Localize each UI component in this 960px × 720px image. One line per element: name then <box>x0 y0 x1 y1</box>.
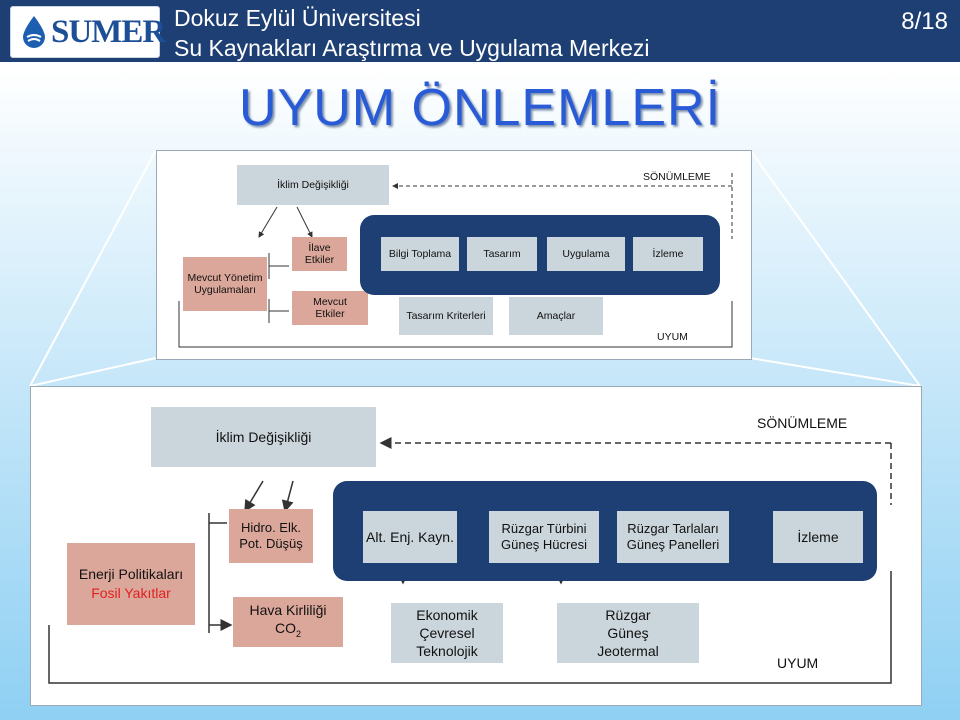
design-criteria-box: Tasarım Kriterleri <box>399 297 493 335</box>
wind-solar-geo-box: Rüzgar Güneş Jeotermal <box>557 603 699 663</box>
co2-subscript: 2 <box>295 628 301 639</box>
wind-line1: Rüzgar <box>605 607 651 623</box>
logo-text: SUMER <box>51 14 166 50</box>
data-collection-box: Bilgi Toplama <box>381 237 459 271</box>
current-management-box: Mevcut Yönetim Uygulamaları <box>183 257 267 311</box>
co2-text: CO2 <box>275 619 301 643</box>
slide-title: UYUM ÖNLEMLERİ <box>238 79 722 137</box>
sumer-logo: SUMER <box>10 6 166 58</box>
econ-line3: Teknolojik <box>416 643 478 659</box>
farms-line1: Rüzgar Tarlaları <box>627 521 719 536</box>
monitoring-box: İzleme <box>773 511 863 563</box>
climate-change-box: İklim Değişikliği <box>237 165 389 205</box>
alt-energy-box: Alt. Enj. Kayn. <box>363 511 457 563</box>
econ-line1: Ekonomik <box>416 607 478 623</box>
farms-panels-box: Rüzgar Tarlaları Güneş Panelleri <box>617 511 729 563</box>
big-diagram: İklim Değişikliği SÖNÜMLEME Hidro. Elk. … <box>30 386 922 706</box>
energy-policies-box: Enerji Politikaları Fosil Yakıtlar <box>67 543 195 625</box>
current-effects-line1: Mevcut <box>313 296 347 308</box>
econ-line2: Çevresel <box>419 625 475 641</box>
current-effects-box: Mevcut Etkiler <box>292 291 368 325</box>
mitigation-label: SÖNÜMLEME <box>757 415 848 431</box>
implementation-box: Uygulama <box>547 237 625 271</box>
hydro-line2: Pot. Düşüş <box>239 536 303 551</box>
climate-change-box: İklim Değişikliği <box>151 407 376 467</box>
air-pollution-text: Hava Kirliliği <box>249 602 327 619</box>
university-name: Dokuz Eylül Üniversitesi <box>174 5 421 31</box>
wind-solar-box: Rüzgar Türbini Güneş Hücresi <box>489 511 599 563</box>
current-management-line2: Uygulamaları <box>194 284 256 296</box>
hydro-power-box: Hidro. Elk. Pot. Düşüş <box>229 509 313 563</box>
additional-effects-line1: İlave <box>308 242 331 254</box>
hydro-line1: Hidro. Elk. <box>241 520 301 535</box>
fossil-fuels-text: Fosil Yakıtlar <box>91 585 171 601</box>
monitoring-box: İzleme <box>633 237 703 271</box>
adaptation-label: UYUM <box>657 331 688 343</box>
air-pollution-box: Hava Kirliliği CO2 <box>233 597 343 647</box>
water-drop-icon <box>23 16 45 48</box>
current-effects-line2: Etkiler <box>315 308 345 320</box>
mitigation-label: SÖNÜMLEME <box>643 171 711 183</box>
wind-solar-line1: Rüzgar Türbini <box>501 521 587 536</box>
header-bar <box>0 0 960 62</box>
wind-solar-line2: Güneş Hücresi <box>501 537 587 552</box>
page-number: 8/18 <box>901 8 948 35</box>
objectives-box: Amaçlar <box>509 297 603 335</box>
wind-line3: Jeotermal <box>597 643 659 659</box>
wind-line2: Güneş <box>607 625 649 641</box>
current-management-line1: Mevcut Yönetim <box>187 272 263 284</box>
co2-main: CO <box>274 620 296 637</box>
center-name: Su Kaynakları Araştırma ve Uygulama Merk… <box>174 35 650 61</box>
additional-effects-line2: Etkiler <box>304 254 335 266</box>
energy-policies-text: Enerji Politikaları <box>78 566 184 582</box>
adaptation-label: UYUM <box>777 655 819 671</box>
farms-line2: Güneş Panelleri <box>626 537 720 552</box>
design-box: Tasarım <box>467 237 537 271</box>
econ-env-tech-box: Ekonomik Çevresel Teknolojik <box>391 603 503 663</box>
small-diagram: İklim Değişikliği SÖNÜMLEME İlave Etkile… <box>156 150 752 360</box>
additional-effects-box: İlave Etkiler <box>292 237 347 271</box>
